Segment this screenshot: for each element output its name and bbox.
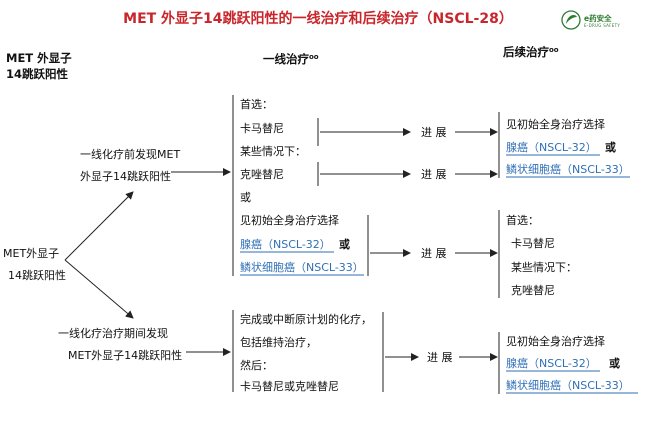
branch-before-line1: 一线化疗前发现MET	[80, 147, 180, 161]
first-line-bottom-line1: 完成或中断原计划的化疗，	[240, 312, 372, 326]
progress-label-2: 进 展	[421, 168, 447, 181]
branch-during-line2: MET外显子14跳跃阳性	[68, 348, 182, 362]
subsequent-3-squamous-link[interactable]: 鳞状细胞癌（NSCL-33）	[506, 378, 630, 392]
arrow-root-to-during	[64, 259, 134, 319]
first-line-crizotinib: 克唑替尼	[240, 167, 284, 181]
first-line-preferred: 首选：	[240, 97, 273, 111]
first-line-or-bold: 或	[339, 237, 350, 251]
first-line-or: 或	[240, 191, 251, 204]
first-line-capmatinib: 卡马替尼	[240, 121, 284, 135]
subsequent-header: 后续治疗oo	[503, 45, 559, 59]
subsequent-2-preferred: 首选：	[506, 213, 539, 227]
e-pill-logo-icon: e药安全 E-DRUG SAFETY	[561, 10, 620, 30]
branch-during-line1: 一线化疗治疗期间发现	[58, 326, 168, 340]
progress-label-1: 进 展	[421, 126, 447, 139]
first-line-header: 一线治疗oo	[263, 52, 319, 66]
subsequent-1-see-initial: 见初始全身治疗选择	[506, 117, 605, 131]
page-title: MET 外显子14跳跃阳性的一线治疗和后续治疗（NSCL-28）	[123, 10, 513, 27]
root-label-line2: 14跳跃阳性	[8, 268, 66, 282]
subsequent-2-certain: 某些情况下：	[511, 260, 577, 274]
logo-sub: E-DRUG SAFETY	[584, 23, 620, 28]
subsequent-1-adeno-link[interactable]: 腺癌（NSCL-32）	[506, 140, 597, 154]
subsequent-1-squamous-link[interactable]: 鳞状细胞癌（NSCL-33）	[506, 162, 630, 176]
subsequent-3-or-bold: 或	[609, 356, 620, 370]
first-line-squamous-link[interactable]: 鳞状细胞癌（NSCL-33）	[240, 260, 364, 274]
subsequent-3-see-initial: 见初始全身治疗选择	[506, 334, 605, 348]
condition-header-line2: 14跳跃阳性	[6, 67, 69, 81]
root-label-line1: MET外显子	[3, 247, 59, 260]
arrow-root-to-before	[64, 191, 134, 261]
progress-label-3: 进 展	[421, 247, 447, 260]
first-line-bottom-line2: 包括维持治疗，	[240, 335, 317, 349]
subsequent-3-adeno-link[interactable]: 腺癌（NSCL-32）	[506, 356, 597, 370]
first-line-bottom-line4: 卡马替尼或克唑替尼	[240, 379, 339, 393]
subsequent-2-crizotinib: 克唑替尼	[511, 283, 555, 297]
branch-before-line2: 外显子14跳跃阳性	[80, 169, 171, 183]
condition-header-line1: MET 外显子	[6, 51, 72, 65]
subsequent-1-or-bold: 或	[605, 140, 616, 154]
first-line-certain: 某些情况下：	[240, 144, 306, 158]
first-line-bottom-line3: 然后：	[240, 358, 273, 372]
first-line-see-initial: 见初始全身治疗选择	[240, 213, 339, 227]
logo-name: e药安全	[584, 13, 612, 23]
first-line-adeno-link[interactable]: 腺癌（NSCL-32）	[240, 237, 331, 251]
progress-label-4: 进 展	[427, 351, 453, 364]
subsequent-2-capmatinib: 卡马替尼	[511, 236, 555, 250]
